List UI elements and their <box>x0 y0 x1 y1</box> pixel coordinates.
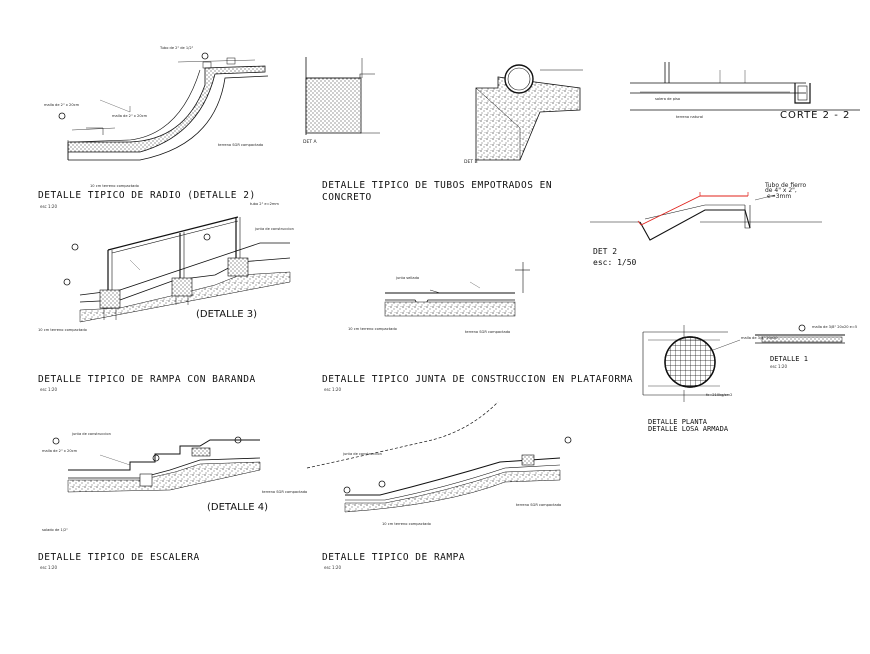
rampa-terreno-note: terreno SGR compactado <box>516 503 562 507</box>
rampa-baranda-scale: esc 1:20 <box>40 387 57 392</box>
radio-tubo-note: Tubo de 2" de 1/2" <box>160 46 194 50</box>
det2-scale: esc: 1/50 <box>593 258 637 267</box>
radio-terreno-note: terreno SGR compactado <box>218 143 264 147</box>
tubo-dims-label: de 4" x 2", <box>765 187 797 194</box>
radio-compactado-note: 10 cm terreno compactado <box>90 184 139 188</box>
junta-terreno-note: terreno SGR compactado <box>465 330 511 334</box>
rampa-baranda-title: DETALLE TIPICO DE RAMPA CON BARANDA <box>38 374 256 385</box>
rampa-junta-note: junta de construccion <box>343 452 382 456</box>
rampa-drawing <box>306 401 572 513</box>
detalle1-title: DETALLE 1 <box>770 355 808 363</box>
tubos-drawing <box>305 57 583 161</box>
tubos-title-line2: CONCRETO <box>322 192 372 203</box>
escalera-junta-note: junta de construccion <box>72 432 111 436</box>
baranda-tubo-note: tubo 2" e=2mm <box>250 202 279 206</box>
escalera-title: DETALLE TIPICO DE ESCALERA <box>38 552 200 563</box>
corte-title: CORTE 2 - 2 <box>780 110 851 121</box>
junta-drawing <box>384 262 530 317</box>
planta-fc-note: fc=210kg/cm2 <box>706 393 733 397</box>
escalera-terreno-note: terreno SGR compactado <box>262 490 308 494</box>
det2-drawing <box>590 192 822 241</box>
junta-title: DETALLE TIPICO JUNTA DE CONSTRUCCION EN … <box>322 374 633 385</box>
escalera-malla-note: malla de 2" x 20cm <box>42 449 78 453</box>
rampa-title: DETALLE TIPICO DE RAMPA <box>322 552 466 563</box>
radio-scale: esc 1:20 <box>40 204 57 209</box>
detalle3-callout: (DETALLE 3) <box>196 309 257 320</box>
planta-title-line1: DETALLE PLANTA <box>648 418 708 426</box>
corte-solera-note: solera de piso <box>655 97 681 101</box>
detalle4-callout: (DETALLE 4) <box>207 502 268 513</box>
escalera-drawing <box>52 436 261 493</box>
tubos-title-line1: DETALLE TIPICO DE TUBOS EMPOTRADOS EN <box>322 180 553 191</box>
corte-terreno-note: terreno natural <box>676 115 704 119</box>
rampa-compact-note: 10 cm terreno compactado <box>382 522 431 526</box>
det2-title: DET 2 <box>593 247 618 256</box>
radio-title: DETALLE TIPICO DE RADIO (DETALLE 2) <box>38 190 256 201</box>
radio-malla2-note: malla de 2" x 20cm <box>112 114 148 118</box>
radio-drawing <box>58 52 269 161</box>
detalle1-scale: esc 1:20 <box>770 364 787 369</box>
baranda-terreno-note: 10 cm terreno compactado <box>38 328 87 332</box>
detalle1-malla-note: malla de 3/8" 20x20 e=5 <box>812 325 858 329</box>
junta-sellado-note: junta sellada <box>396 276 420 280</box>
planta-malla-note: malla de 3/8" 20x20 <box>741 336 778 340</box>
junta-compact-note: 10 cm terreno compactado <box>348 327 397 331</box>
planta-title-line2: DETALLE LOSA ARMADA <box>648 425 729 433</box>
rampa-scale: esc 1:20 <box>324 565 341 570</box>
baranda-junta-note: junta de construccion <box>255 227 294 231</box>
detalle1-drawing <box>755 324 845 344</box>
junta-scale: esc 1:20 <box>324 387 341 392</box>
planta-drawing <box>642 325 741 402</box>
det-b-label: DET B <box>464 160 478 165</box>
tubo-e-label: e=3mm <box>767 193 792 200</box>
radio-malla-note: malla de 2" x 20cm <box>44 103 80 107</box>
det-a-label: DET A <box>303 140 317 145</box>
escalera-solado-note: solado de 1/2" <box>42 528 68 532</box>
rampa-baranda-drawing <box>63 216 291 323</box>
escalera-scale: esc 1:20 <box>40 565 57 570</box>
tubo-fierro-label: Tubo de fierro <box>765 182 807 189</box>
corte-drawing <box>630 62 860 111</box>
